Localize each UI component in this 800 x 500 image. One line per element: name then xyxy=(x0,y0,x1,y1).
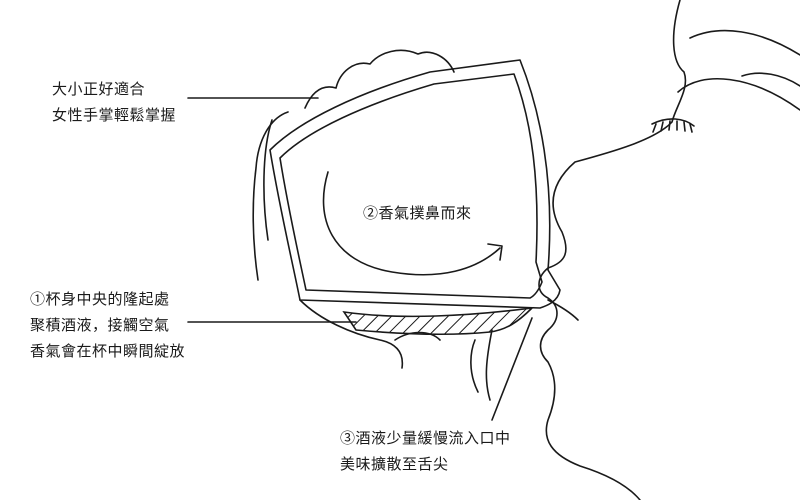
leader-line-tongue xyxy=(491,317,533,421)
eyebrow xyxy=(689,29,800,56)
annotation-tongue: ③酒液少量緩慢流入口中 美味擴散至舌尖 xyxy=(340,425,511,477)
annotation-line: ②香氣撲鼻而來 xyxy=(363,204,472,222)
wine-pool-hatched xyxy=(342,306,535,335)
annotation-line: 女性手掌輕鬆掌握 xyxy=(52,106,177,124)
eyelid xyxy=(651,118,695,127)
glass-inner-outline xyxy=(279,73,543,299)
hand-palm-outline xyxy=(252,111,289,281)
hand-thumb-outline xyxy=(304,49,455,109)
hand-wrist xyxy=(470,339,479,393)
glass-outer-outline xyxy=(269,59,561,309)
aroma-swirl-arrow xyxy=(322,171,501,276)
eye-crease xyxy=(741,72,800,87)
annotation-line: 香氣會在杯中瞬間綻放 xyxy=(30,342,186,360)
hand-finger-outer xyxy=(263,119,273,241)
annotation-hand-grip: 大小正好適合 女性手掌輕鬆掌握 xyxy=(52,76,176,128)
eyelashes xyxy=(652,120,693,133)
annotation-line: ①杯身中央的隆起處 xyxy=(30,290,170,308)
annotation-line: 大小正好適合 xyxy=(52,80,146,98)
annotation-aroma: ②香氣撲鼻而來 xyxy=(363,200,472,226)
annotation-line: 聚積酒液，接觸空氣 xyxy=(30,316,170,334)
wrist-line xyxy=(485,329,493,401)
lip-on-rim xyxy=(547,299,579,321)
eye-upper-line xyxy=(677,77,800,111)
hand-lower-outline xyxy=(299,299,404,369)
face-profile-outline xyxy=(538,0,687,500)
aroma-swirl-arrowhead xyxy=(487,243,503,261)
annotation-line: 美味擴散至舌尖 xyxy=(340,455,449,473)
annotation-center-bulge: ①杯身中央的隆起處 聚積酒液，接觸空氣 香氣會在杯中瞬間綻放 xyxy=(30,286,185,364)
annotation-line: ③酒液少量緩慢流入口中 xyxy=(340,429,511,447)
